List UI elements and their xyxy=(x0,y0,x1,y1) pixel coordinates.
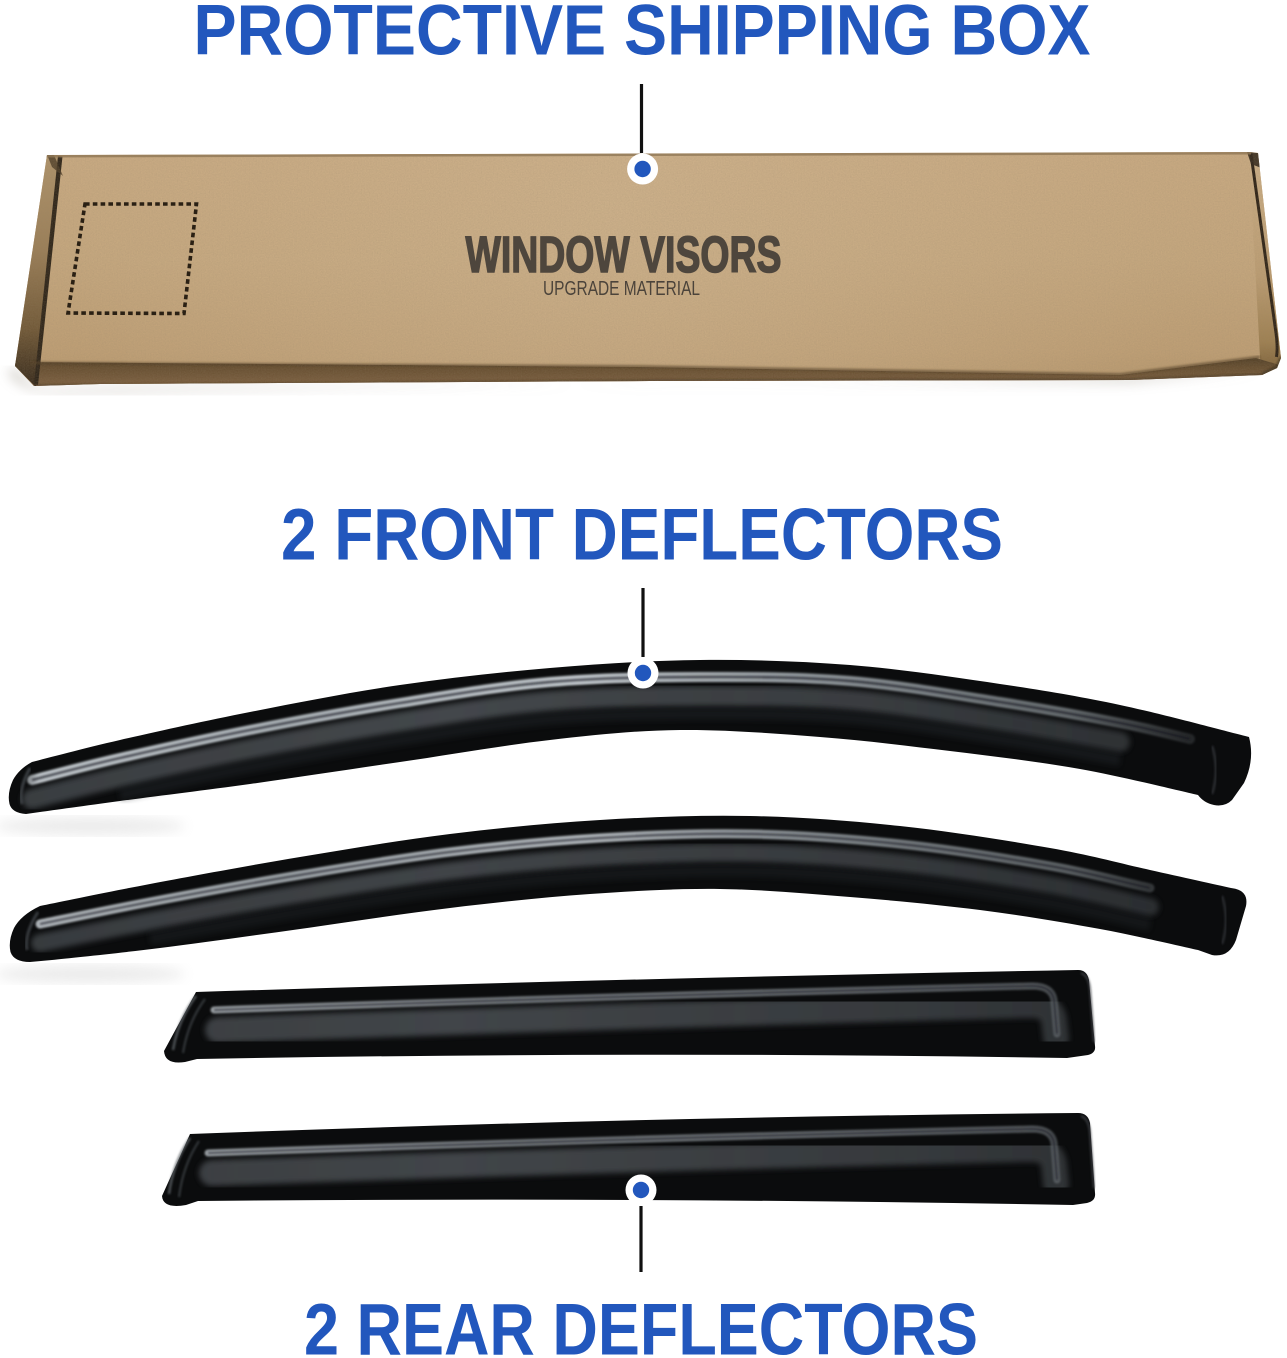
svg-text:2 FRONT DEFLECTORS: 2 FRONT DEFLECTORS xyxy=(281,495,1003,576)
svg-text:UPGRADE MATERIAL: UPGRADE MATERIAL xyxy=(543,278,700,300)
svg-text:PROTECTIVE SHIPPING BOX: PROTECTIVE SHIPPING BOX xyxy=(194,0,1091,71)
svg-text:2 REAR DEFLECTORS: 2 REAR DEFLECTORS xyxy=(304,1290,978,1358)
svg-text:WINDOW VISORS: WINDOW VISORS xyxy=(466,226,782,283)
